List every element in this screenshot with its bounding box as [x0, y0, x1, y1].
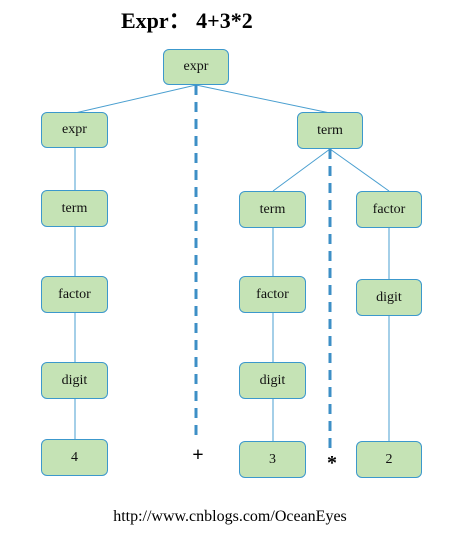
- operator-times: *: [327, 452, 337, 474]
- node-root-expr: expr: [163, 49, 229, 85]
- operator-plus: +: [192, 444, 204, 466]
- node-mid-term: term: [239, 191, 306, 228]
- edge-term-right-factor: [329, 148, 390, 192]
- node-right-term: term: [297, 112, 363, 149]
- node-left-expr: expr: [41, 112, 108, 148]
- node-left-term: term: [41, 190, 108, 227]
- node-mid-value: 3: [239, 441, 306, 478]
- node-right-value: 2: [356, 441, 422, 478]
- node-left-digit: digit: [41, 362, 108, 399]
- node-left-value: 4: [41, 439, 108, 476]
- node-mid-factor: factor: [239, 276, 306, 313]
- node-left-factor: factor: [41, 276, 108, 313]
- edge-term-mid-term: [272, 148, 331, 192]
- source-url: http://www.cnblogs.com/OceanEyes: [113, 508, 347, 525]
- node-mid-digit: digit: [239, 362, 306, 399]
- node-right-digit: digit: [356, 279, 422, 316]
- diagram-title: Expr： 4+3*2: [121, 8, 253, 33]
- edge-root-left-expr: [74, 84, 197, 114]
- edge-root-right-term: [195, 84, 331, 114]
- node-right-factor: factor: [356, 191, 422, 228]
